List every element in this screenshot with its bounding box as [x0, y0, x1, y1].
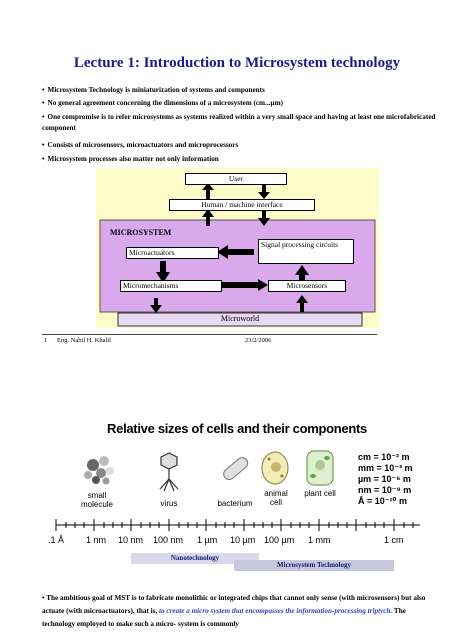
tick-label: 10 nm — [118, 535, 144, 545]
footer-rule — [42, 334, 377, 335]
microsystem-label: MICROSYSTEM — [110, 228, 172, 237]
item-label: plant cell — [304, 489, 336, 498]
microsensors-box: Microsensors — [268, 280, 346, 292]
bacterium-icon — [223, 457, 249, 481]
tick-label: 10 µm — [230, 535, 256, 545]
microworld-region — [117, 312, 363, 327]
signal-processing-box: Signal processing circuits — [258, 239, 354, 264]
footer-author: Eng. Nabil H. Khalil — [57, 337, 111, 344]
nanotechnology-label: Nanotechnology — [170, 554, 220, 562]
paragraph-tail: The technology employed to make such a m… — [42, 607, 406, 628]
arrow-up-icon — [296, 295, 308, 312]
plant-cell-icon — [306, 450, 334, 486]
microsystem-band — [234, 560, 394, 571]
microsystem-technology-label: Microsystem Technology — [277, 561, 351, 569]
microsystem-region — [99, 219, 376, 313]
arrow-up-icon — [202, 183, 214, 199]
tick-label: 1 mm — [308, 535, 331, 545]
bullet-item: •No general agreement concerning the dim… — [42, 99, 283, 107]
arrow-down-icon — [150, 298, 162, 313]
arrow-up-icon — [295, 265, 309, 281]
bullet-dot: • — [42, 594, 45, 602]
page-number: 1 — [44, 337, 48, 344]
virus-icon — [159, 452, 179, 492]
figure-graphics — [55, 450, 420, 571]
arrow-down-icon — [156, 261, 170, 283]
microworld-label: Microworld — [220, 314, 260, 323]
bullet-item: •Consists of microsensors, microactuator… — [42, 141, 239, 149]
unit-definition: nm = 10⁻⁹ m — [358, 485, 412, 495]
tick-label: 1 µm — [197, 535, 218, 545]
bullet-item: •One compromise is to refer microsystems… — [42, 113, 436, 132]
unit-definition: Å = 10⁻¹⁰ m — [358, 496, 407, 506]
item-label: virus — [160, 499, 178, 508]
user-box: User — [185, 173, 287, 185]
unit-definition: mm = 10⁻³ m — [358, 463, 413, 473]
nanotechnology-band — [131, 553, 259, 564]
tick-label: .1 Å — [48, 535, 65, 545]
tick-label: 1 cm — [384, 535, 404, 545]
unit-definition: µm = 10⁻⁶ m — [358, 474, 411, 484]
microactuators-box: Microactuators — [126, 247, 219, 259]
page-title: Lecture 1: Introduction to Microsystem t… — [73, 55, 401, 71]
scale-ruler — [55, 519, 420, 531]
arrow-down-icon — [258, 183, 270, 199]
body-paragraph: • The ambitious goal of MST is to fabric… — [42, 592, 434, 631]
arrow-left-icon — [217, 245, 254, 259]
cell-size-figure: Relative sizes of cells and their compon… — [46, 415, 428, 590]
molecule-icon — [84, 456, 114, 485]
tick-label: 1 nm — [86, 535, 107, 545]
microsystem-diagram: User Human / machine interface MICROSYST… — [96, 168, 379, 328]
hmi-box: Human / machine interface — [169, 199, 315, 211]
paragraph-lead: The ambitious goal of MST is to fabricat… — [42, 594, 426, 615]
arrow-up-icon — [202, 209, 214, 226]
arrow-down-icon — [258, 209, 270, 226]
item-label: bacterium — [217, 499, 253, 508]
item-label: animal cell — [264, 489, 288, 507]
figure-title: Relative sizes of cells and their compon… — [107, 421, 367, 436]
footer-date: 23/2/2006 — [245, 337, 272, 344]
arrow-right-icon — [221, 279, 268, 291]
bullet-item: •Microsystem Technology is miniaturizati… — [42, 86, 265, 94]
bullet-item: •Microsystem processes also matter not o… — [42, 155, 219, 163]
tick-label: 100 µm — [264, 535, 295, 545]
animal-cell-icon — [261, 451, 289, 485]
item-label: small molecule — [80, 491, 113, 509]
tick-label: 100 nm — [153, 535, 184, 545]
paragraph-emphasis: to create a micro system that encompasse… — [159, 607, 393, 615]
unit-definition: cm = 10⁻² m — [358, 452, 410, 462]
micromechanisms-box: Micromechanisms — [120, 280, 222, 292]
